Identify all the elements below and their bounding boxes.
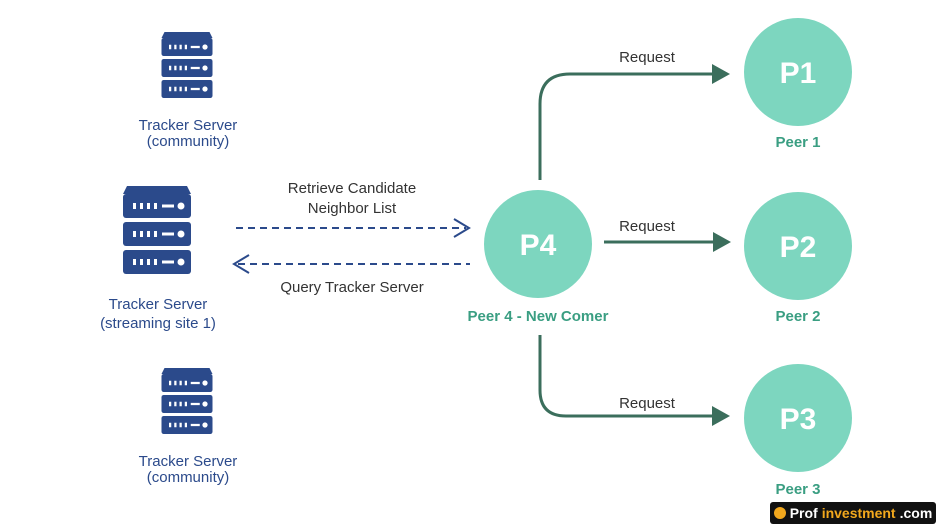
peer-node-text: P3 [780, 403, 817, 436]
peer-label-p4: Peer 4 - New Comer [468, 308, 609, 325]
peer-node-p1: P1 [744, 18, 852, 126]
retrieve-arrow [236, 218, 471, 238]
server-label-line1: Tracker Server [139, 117, 238, 134]
retrieve-label-line2: Neighbor List [308, 200, 397, 217]
peer-node-text: P4 [520, 229, 557, 262]
peer-node-text: P1 [780, 57, 817, 90]
tracker-server-community-top: Tracker Server (community) [139, 32, 238, 150]
server-label-line1: Tracker Server [109, 296, 208, 313]
peer-node-p4: P4 [484, 190, 592, 298]
peer-node-p2: P2 [744, 192, 852, 300]
server-icon [161, 32, 213, 98]
watermark-part2: investment [821, 505, 896, 521]
request-label-p2: Request [619, 218, 676, 235]
query-label: Query Tracker Server [280, 279, 423, 296]
retrieve-label-line1: Retrieve Candidate [288, 180, 416, 197]
peer-node-text: P2 [780, 231, 817, 264]
peer-label-p2: Peer 2 [775, 308, 820, 325]
tracker-server-streaming-site: Tracker Server (streaming site 1) [100, 186, 216, 332]
server-label-line1: Tracker Server [139, 453, 238, 470]
server-icon [123, 186, 191, 274]
peer-label-p3: Peer 3 [775, 481, 820, 498]
tracker-server-community-bottom: Tracker Server (community) [139, 368, 238, 486]
server-label-line2: (community) [147, 469, 230, 486]
request-label-p3: Request [619, 395, 676, 412]
request-arrow-p2 [604, 232, 731, 252]
request-arrow-p1 [538, 64, 730, 180]
server-label-line2: (streaming site 1) [100, 315, 216, 332]
watermark-part1: Prof [789, 505, 818, 521]
request-label-p1: Request [619, 49, 676, 66]
request-arrow-p3 [538, 335, 730, 426]
query-arrow [232, 254, 470, 274]
server-label-line2: (community) [147, 133, 230, 150]
logo-icon [773, 507, 786, 519]
server-icon [161, 368, 213, 434]
peer-label-p1: Peer 1 [775, 134, 820, 151]
watermark-part3: .com [899, 505, 933, 521]
peer-node-p3: P3 [744, 364, 852, 472]
